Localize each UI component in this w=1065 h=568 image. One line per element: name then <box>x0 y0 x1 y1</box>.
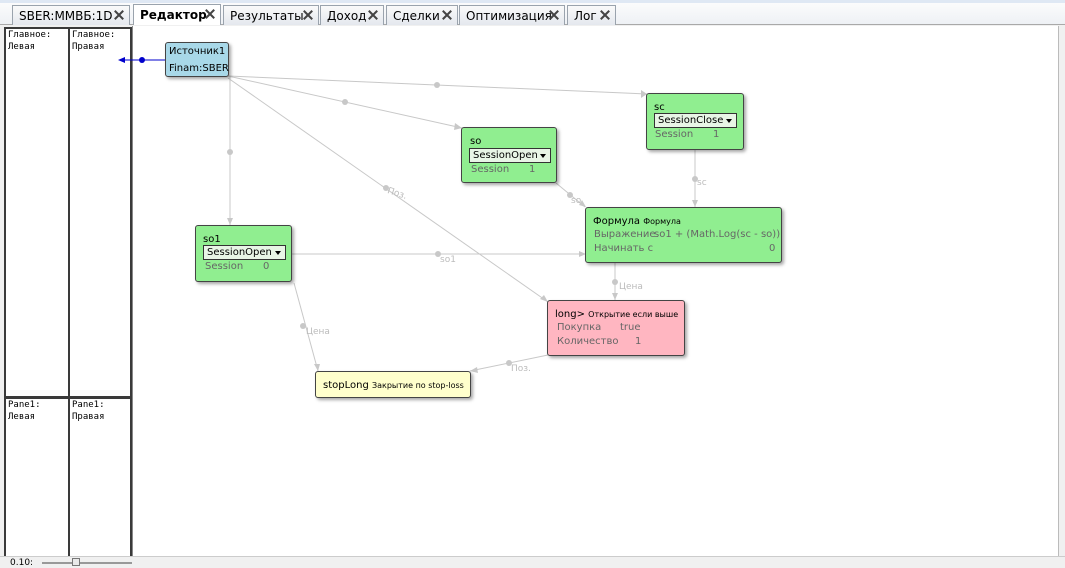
tab-label: SBER:ММВБ:1D <box>19 8 113 23</box>
prop-name: Выражение <box>594 229 656 240</box>
edge-midpoint[interactable] <box>300 323 306 329</box>
arrow-head <box>641 90 647 98</box>
tab-income[interactable]: Доход <box>320 5 384 25</box>
node-title: so1 <box>203 234 221 245</box>
pane-1-right[interactable]: Pane1: Правая <box>68 397 132 559</box>
dropdown-value: SessionOpen <box>473 150 538 161</box>
tab-trades[interactable]: Сделки <box>386 5 458 25</box>
formula-expression[interactable]: so1 + (Math.Log(sc - so)) <box>654 229 781 240</box>
prop-name: Session <box>205 261 244 272</box>
node-subtitle: Finam:SBER <box>169 63 229 74</box>
prop-name: Session <box>655 129 694 140</box>
node-so1[interactable]: so1 SessionOpen Session 0 <box>195 225 292 282</box>
edge-midpoint[interactable] <box>342 99 348 105</box>
source-input-connector[interactable] <box>118 57 166 63</box>
arrow-head <box>579 200 586 207</box>
edge-label-sc: sc <box>697 178 707 188</box>
arrow-head <box>612 293 618 300</box>
prop-value[interactable]: 1 <box>529 164 536 175</box>
edge-label-so1: so1 <box>440 255 456 265</box>
session-open-dropdown[interactable]: SessionOpen <box>203 245 286 260</box>
tab-label: Доход <box>327 8 367 23</box>
zoom-label: 0.10: <box>10 558 34 568</box>
node-source[interactable]: Источник1 Finam:SBER <box>165 42 229 77</box>
prop-name: Покупка <box>557 322 602 333</box>
node-title: long> Открытие если выше <box>555 309 679 320</box>
prop-name: Начинать с <box>594 243 654 254</box>
tab-results[interactable]: Результаты <box>223 5 319 25</box>
session-close-dropdown[interactable]: SessionClose <box>654 113 737 128</box>
tab-sber-chart[interactable]: SBER:ММВБ:1D <box>12 5 130 25</box>
tab-label: Лог <box>574 8 597 23</box>
edge-midpoint[interactable] <box>383 185 389 191</box>
chevron-down-icon <box>275 251 281 255</box>
zoom-slider-track[interactable] <box>42 562 132 564</box>
tab-label: Результаты <box>230 8 304 23</box>
prop-value[interactable]: 1 <box>635 336 642 347</box>
pane-list: Главное: Левая Главное: Правая Pane1: Ле… <box>4 27 132 566</box>
node-title: Формула Формула <box>593 216 681 227</box>
tab-bar: SBER:ММВБ:1D Редактор Результаты Доход С… <box>0 0 1065 25</box>
prop-name: Session <box>471 164 510 175</box>
prop-name: Количество <box>557 336 619 347</box>
edge-midpoint[interactable] <box>692 176 698 182</box>
edge-label-price: Цена <box>619 282 643 292</box>
status-bar <box>0 556 1065 566</box>
chevron-down-icon <box>726 119 732 123</box>
node-title: so <box>470 136 482 147</box>
prop-value[interactable]: 0 <box>769 243 776 254</box>
node-title: stopLong Закрытие по stop-loss <box>323 380 464 391</box>
edge-midpoint[interactable] <box>506 360 512 366</box>
tab-editor[interactable]: Редактор <box>133 4 221 25</box>
edge-midpoint[interactable] <box>434 82 440 88</box>
pane-main-right[interactable]: Главное: Правая <box>68 27 132 398</box>
editor-canvas[interactable] <box>132 26 1059 556</box>
node-sc[interactable]: sc SessionClose Session 1 <box>646 93 744 150</box>
prop-value[interactable]: 1 <box>713 129 720 140</box>
title-strip <box>0 0 1065 3</box>
dropdown-value: SessionOpen <box>207 247 272 258</box>
arrow-head <box>579 251 586 257</box>
node-so[interactable]: so SessionOpen Session 1 <box>461 127 557 183</box>
edge-label-so: so <box>571 196 582 206</box>
edge-label-pos: Поз. <box>511 364 531 374</box>
edge-label-price: Цена <box>306 327 330 337</box>
arrow-head <box>454 123 462 130</box>
tab-optimization[interactable]: Оптимизация <box>459 5 565 25</box>
edge-midpoint[interactable] <box>435 251 441 257</box>
node-stop-long[interactable]: stopLong Закрытие по stop-loss <box>315 371 471 398</box>
pane-main-left[interactable]: Главное: Левая <box>4 27 70 398</box>
edge-midpoint[interactable] <box>567 192 573 198</box>
arrow-head <box>227 218 233 225</box>
prop-value[interactable]: true <box>620 322 641 333</box>
tab-label: Редактор <box>140 8 207 22</box>
zoom-slider-thumb[interactable] <box>72 558 80 566</box>
tab-log[interactable]: Лог <box>567 5 616 25</box>
chevron-down-icon <box>540 154 546 158</box>
edge-so1-stop[interactable] <box>293 282 319 372</box>
edge-midpoint[interactable] <box>227 149 233 155</box>
arrow-head <box>470 367 478 373</box>
session-open-dropdown[interactable]: SessionOpen <box>469 148 551 163</box>
prop-value[interactable]: 0 <box>263 261 270 272</box>
tab-label: Оптимизация <box>466 8 552 23</box>
tab-label: Сделки <box>393 8 440 23</box>
arrow-head <box>692 200 698 207</box>
node-formula[interactable]: Формула Формула Выражение so1 + (Math.Lo… <box>585 207 782 263</box>
arrow-head <box>540 295 548 302</box>
dropdown-value: SessionClose <box>658 115 724 126</box>
edge-midpoint[interactable] <box>612 279 618 285</box>
node-long[interactable]: long> Открытие если выше Покупка true Ко… <box>547 300 685 356</box>
arrow-head <box>314 364 320 371</box>
node-title: sc <box>654 102 665 113</box>
node-title: Источник1 <box>169 46 226 57</box>
